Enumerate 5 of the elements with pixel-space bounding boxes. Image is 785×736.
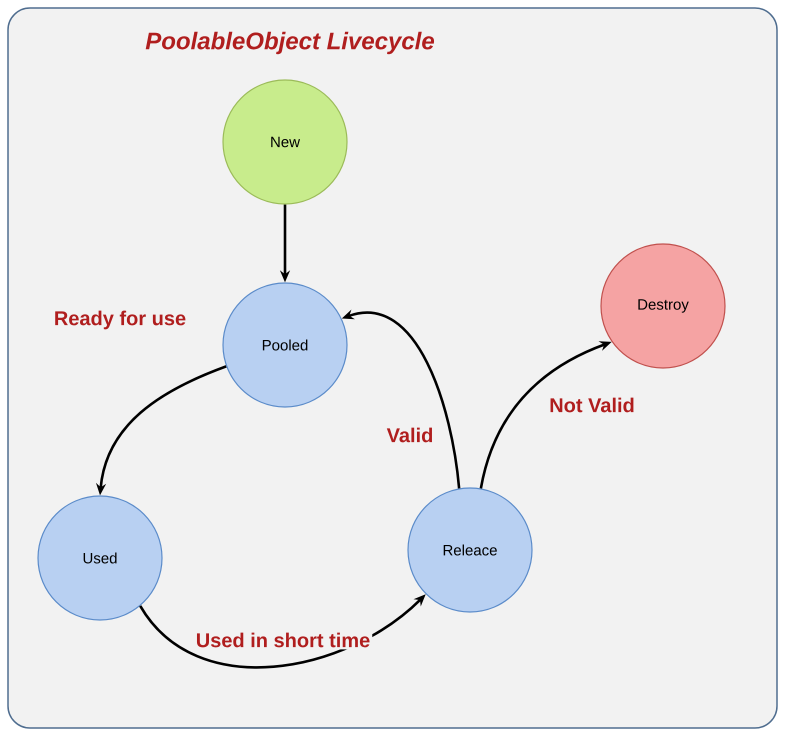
edge-label: Ready for use [52,308,188,332]
edge-label: Valid [384,426,436,444]
title: PoolableObject Livecycle [146,32,434,54]
edge-label: Used in short time [194,630,372,650]
edge-label: Not Valid [547,396,637,414]
